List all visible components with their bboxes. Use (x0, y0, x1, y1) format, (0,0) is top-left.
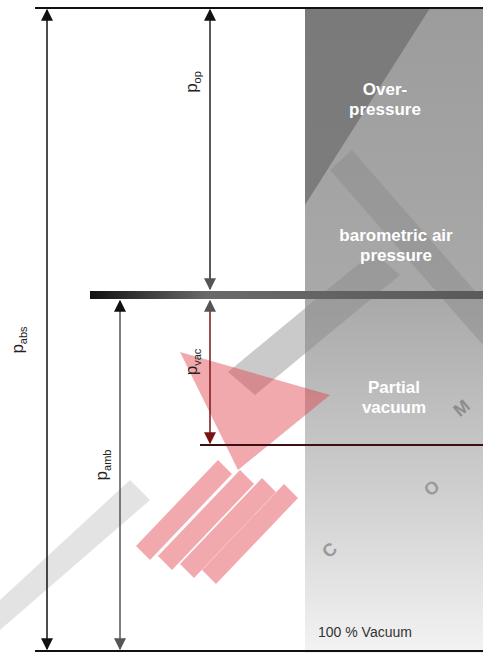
top-level-line (35, 7, 483, 9)
vacuum-level-line (200, 444, 483, 446)
dimension-arrow (119, 301, 121, 649)
dimension-arrow (209, 301, 211, 443)
barometric-level-line (90, 291, 483, 299)
symbol-letter: p (182, 83, 201, 92)
region-label: Over- pressure (330, 80, 440, 120)
symbol-letter: p (92, 471, 111, 480)
symbol-subscript: amb (101, 450, 113, 471)
pressure-symbol: pamb (92, 450, 112, 481)
watermark-arrow (180, 352, 330, 470)
dimension-arrow (46, 10, 48, 649)
symbol-letter: p (182, 366, 201, 375)
dimension-arrow (209, 10, 211, 289)
pressure-symbol: pabs (8, 326, 28, 353)
watermark-bar (0, 480, 150, 630)
region-label: Partial vacuum (334, 378, 454, 418)
pressure-symbol: pvac (182, 349, 202, 376)
zero-level-line (35, 650, 483, 652)
symbol-subscript: abs (17, 326, 29, 344)
region-label: barometric air pressure (316, 226, 476, 266)
level-label: 100 % Vacuum (318, 624, 478, 640)
symbol-letter: p (8, 344, 27, 353)
symbol-subscript: vac (191, 349, 203, 366)
watermark-arrow (202, 484, 298, 584)
symbol-subscript: op (191, 71, 203, 83)
pressure-symbol: pop (182, 71, 202, 93)
